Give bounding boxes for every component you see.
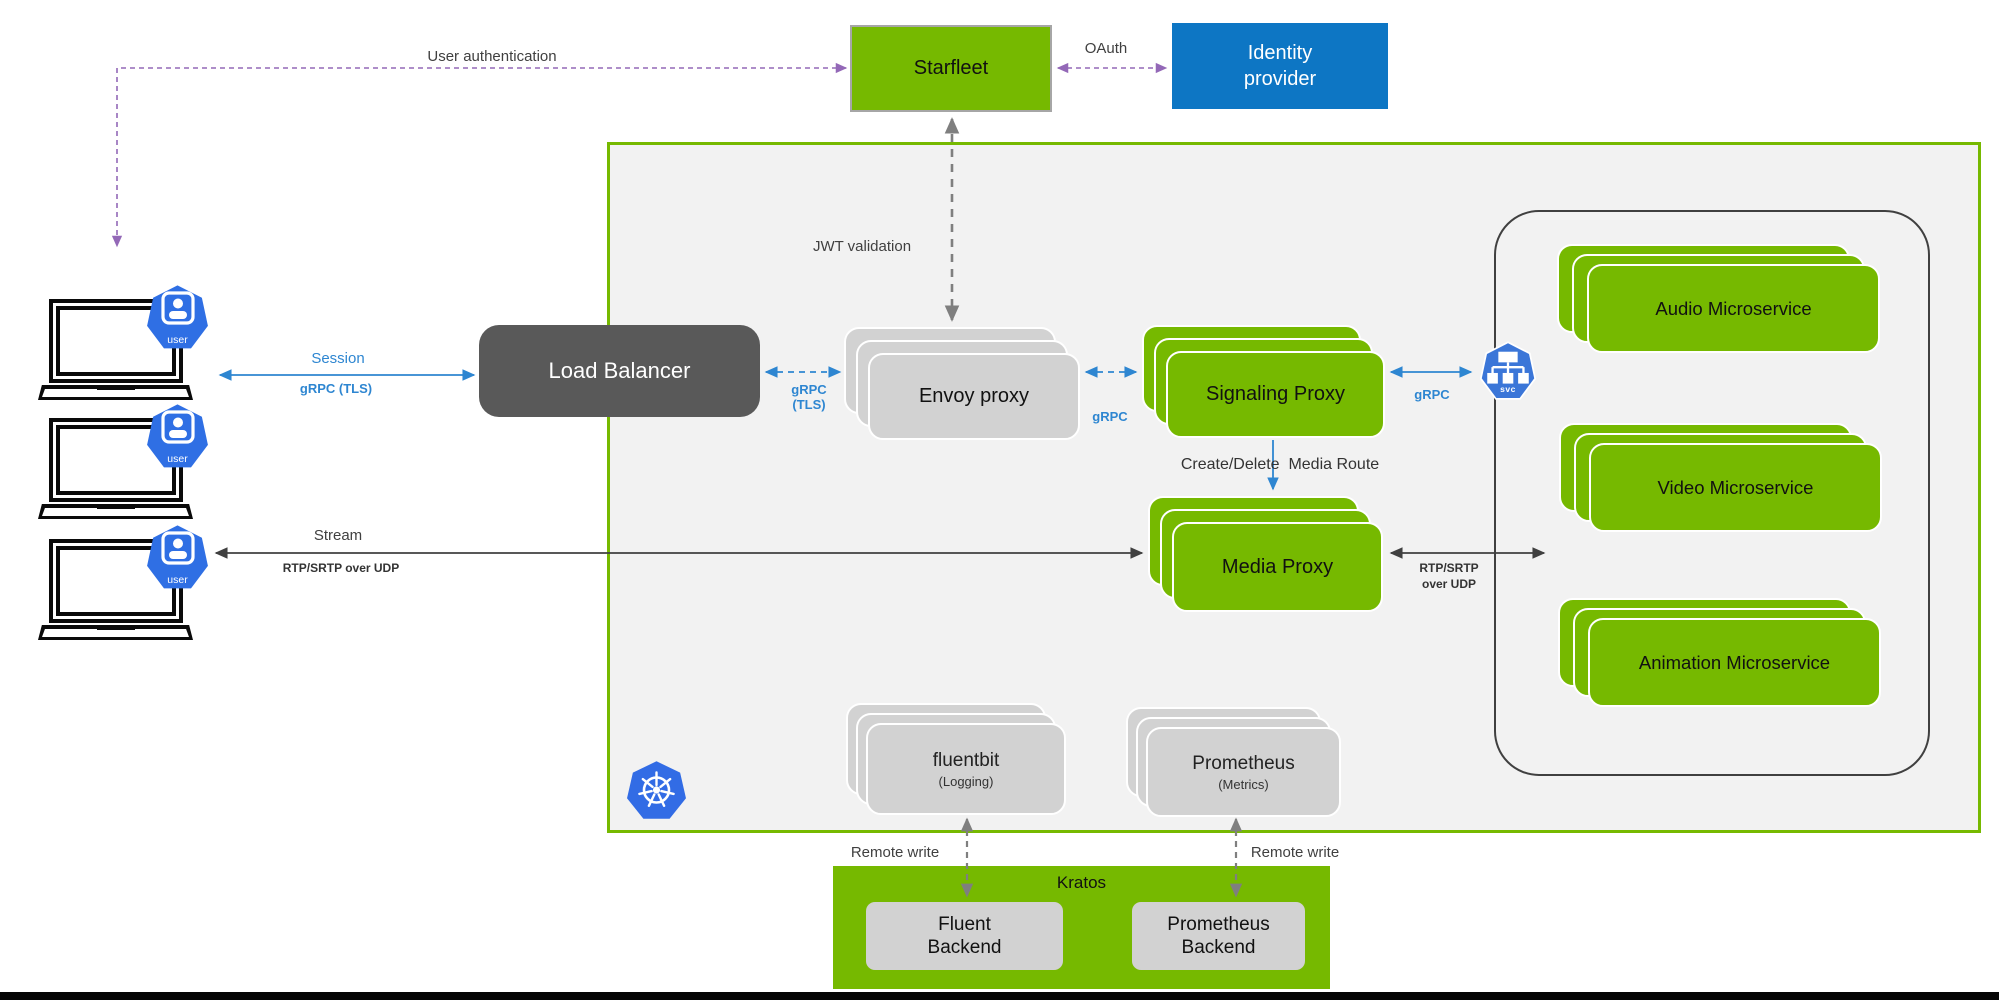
- stream-label: Stream: [313, 527, 363, 544]
- user-laptop-3: user: [38, 524, 255, 641]
- user-auth-label: User authentication: [427, 48, 557, 65]
- kubernetes-wheel-glyph: [638, 771, 675, 807]
- user-badge-icon: user: [147, 285, 208, 349]
- microservices-container: [1494, 210, 1930, 776]
- kratos-box: Kratos Fluent Backend Prometheus Backend: [833, 866, 1330, 989]
- user-badge-icon: user: [147, 525, 208, 589]
- fluent-backend-box: Fluent Backend: [866, 902, 1063, 970]
- person-icon: [161, 410, 195, 444]
- remote-write-right-label: Remote write: [1250, 844, 1340, 861]
- rtp-udp-label: RTP/SRTP over UDP: [1419, 561, 1479, 591]
- session-proto-label: gRPC (TLS): [299, 381, 373, 396]
- user-badge-icon: user: [147, 404, 208, 468]
- laptop-base: [38, 385, 193, 400]
- user-badge-caption: user: [167, 453, 188, 465]
- laptop-base: [38, 625, 193, 640]
- kubernetes-icon: [627, 761, 686, 819]
- identity-provider-box: Identity provider: [1172, 23, 1388, 109]
- laptop-base: [38, 504, 193, 519]
- grpc-tls-label: gRPC (TLS): [791, 382, 827, 412]
- user-laptop-1: user: [38, 284, 255, 401]
- remote-write-left-label: Remote write: [850, 844, 940, 861]
- user-badge-caption: user: [167, 334, 188, 346]
- stream-proto-label: RTP/SRTP over UDP: [282, 561, 400, 575]
- create-delete-label: Create/Delete Media Route: [1180, 456, 1380, 473]
- session-label: Session: [311, 350, 365, 367]
- kratos-title: Kratos: [1056, 873, 1107, 892]
- starfleet-box: Starfleet: [850, 25, 1052, 112]
- load-balancer-box: Load Balancer: [479, 325, 760, 417]
- svc-caption: svc: [1500, 384, 1516, 394]
- jwt-validation-label: JWT validation: [812, 238, 912, 255]
- user-laptop-2: user: [38, 403, 255, 520]
- user-auth-arrow: [111, 62, 848, 248]
- bottom-border-bar: [0, 992, 1999, 1000]
- service-network-glyph: [1487, 351, 1529, 384]
- person-icon: [161, 531, 195, 565]
- svc-icon: svc: [1479, 341, 1537, 400]
- person-icon: [161, 291, 195, 325]
- oauth-label: OAuth: [1084, 40, 1128, 57]
- prometheus-backend-box: Prometheus Backend: [1132, 902, 1305, 970]
- grpc-label-svc: gRPC: [1414, 387, 1450, 402]
- user-badge-caption: user: [167, 574, 188, 586]
- grpc-label-envoy-signaling: gRPC: [1092, 409, 1128, 424]
